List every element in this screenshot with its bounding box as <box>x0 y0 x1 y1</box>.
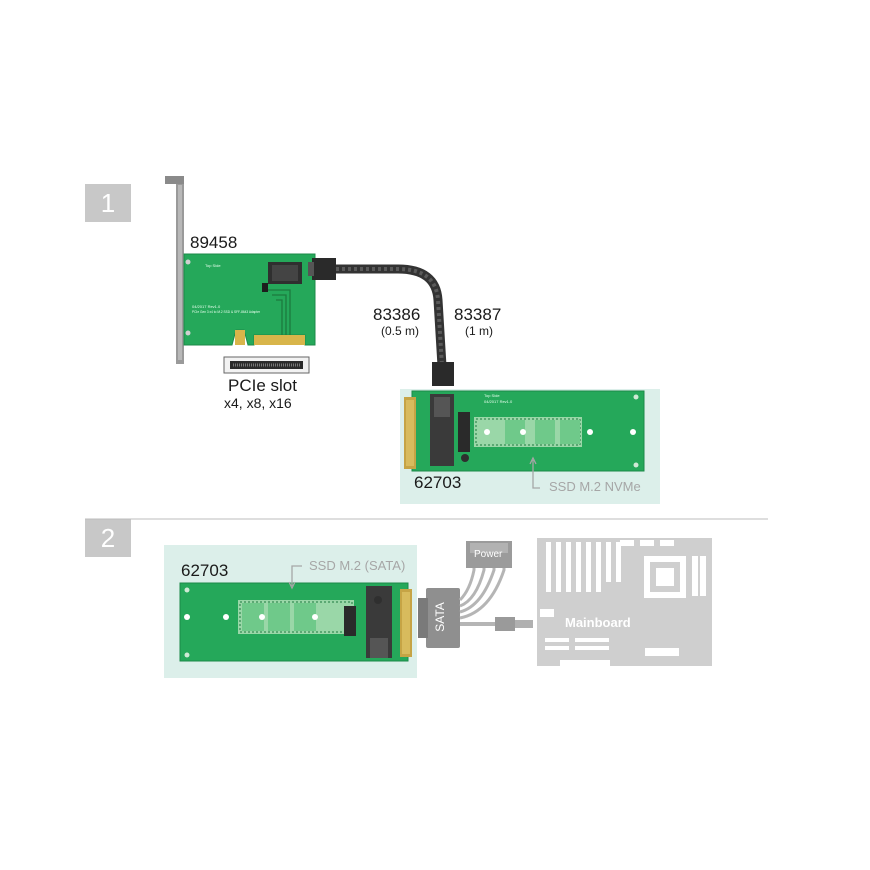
adapter-card-id: 89458 <box>190 233 238 252</box>
card-silkscreen-line1: 04/2017 Rev1.0 <box>192 304 221 309</box>
m2-board-id-1: 62703 <box>414 473 462 492</box>
ssd-nvme-pointer <box>532 460 540 489</box>
m2-silkscreen-top: Top Side <box>484 393 500 398</box>
sata-label: SATA <box>433 602 447 632</box>
pcie-slot <box>223 356 310 374</box>
pcie-slot-label: PCIe slot <box>228 376 297 395</box>
card-silkscreen-top: Top Side <box>205 263 221 268</box>
pcie-slot-widths: x4, x8, x16 <box>224 395 292 411</box>
mainboard-label: Mainboard <box>565 615 631 630</box>
card-silkscreen-line2: PCIe Gen 3 x4 to M.2 SSD & SFF-8643 Adap… <box>192 310 261 314</box>
ssd-sata-label: SSD M.2 (SATA) <box>309 558 406 573</box>
cable-length-1m: (1 m) <box>465 324 493 338</box>
m2-silkscreen-line: 04/2017 Rev1.0 <box>484 399 513 404</box>
sata-connector <box>418 560 533 648</box>
step-2-badge: 2 <box>85 519 131 557</box>
cable-id-1m: 83387 <box>454 305 502 324</box>
pcie-bracket <box>165 176 184 364</box>
power-label: Power <box>474 549 503 560</box>
power-connector <box>466 541 512 568</box>
ssd-nvme-label: SSD M.2 NVMe <box>549 479 641 494</box>
sff-8643-cable <box>308 258 454 386</box>
m2-board-top-view <box>404 390 645 472</box>
step-1-badge: 1 <box>85 184 131 222</box>
m2-board-bottom-view <box>179 582 412 662</box>
mainboard-illustration <box>537 538 712 666</box>
pcie-adapter-card <box>183 253 316 346</box>
cable-id-0-5m: 83386 <box>373 305 421 324</box>
m2-board-id-2: 62703 <box>181 561 229 580</box>
cable-length-0-5m: (0.5 m) <box>381 324 420 338</box>
ssd-sata-pointer <box>291 565 302 586</box>
